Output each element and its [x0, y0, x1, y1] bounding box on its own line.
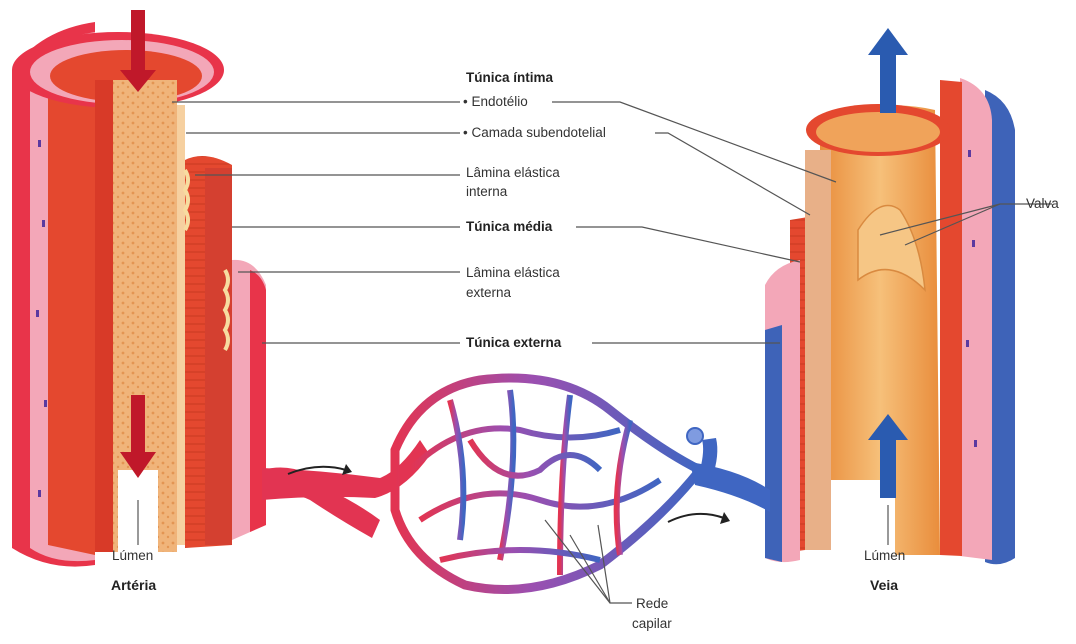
label-tunica-media: Túnica média [466, 219, 553, 234]
label-arteria: Artéria [111, 577, 156, 593]
label-lamina-interna-line2: interna [466, 184, 508, 199]
label-lamina-interna-line1: Lâmina elástica [466, 165, 560, 180]
label-tunica-intima: Túnica íntima [466, 70, 554, 85]
label-valva: Valva [1026, 196, 1059, 211]
label-camada-subendotelial: • Camada subendotelial [463, 125, 606, 140]
label-veia: Veia [870, 577, 898, 593]
artery [12, 22, 266, 567]
label-rede-line2: capilar [632, 616, 672, 631]
label-endotelio: • Endotélio [463, 94, 528, 109]
label-lumen-artery: Lúmen [112, 548, 153, 563]
capillary-network [262, 378, 770, 590]
label-lamina-externa-line1: Lâmina elástica [466, 265, 560, 280]
label-rede-line1: Rede [636, 596, 668, 611]
label-lamina-externa-line2: externa [466, 285, 512, 300]
label-lumen-vein: Lúmen [864, 548, 905, 563]
label-tunica-externa: Túnica externa [466, 335, 562, 350]
